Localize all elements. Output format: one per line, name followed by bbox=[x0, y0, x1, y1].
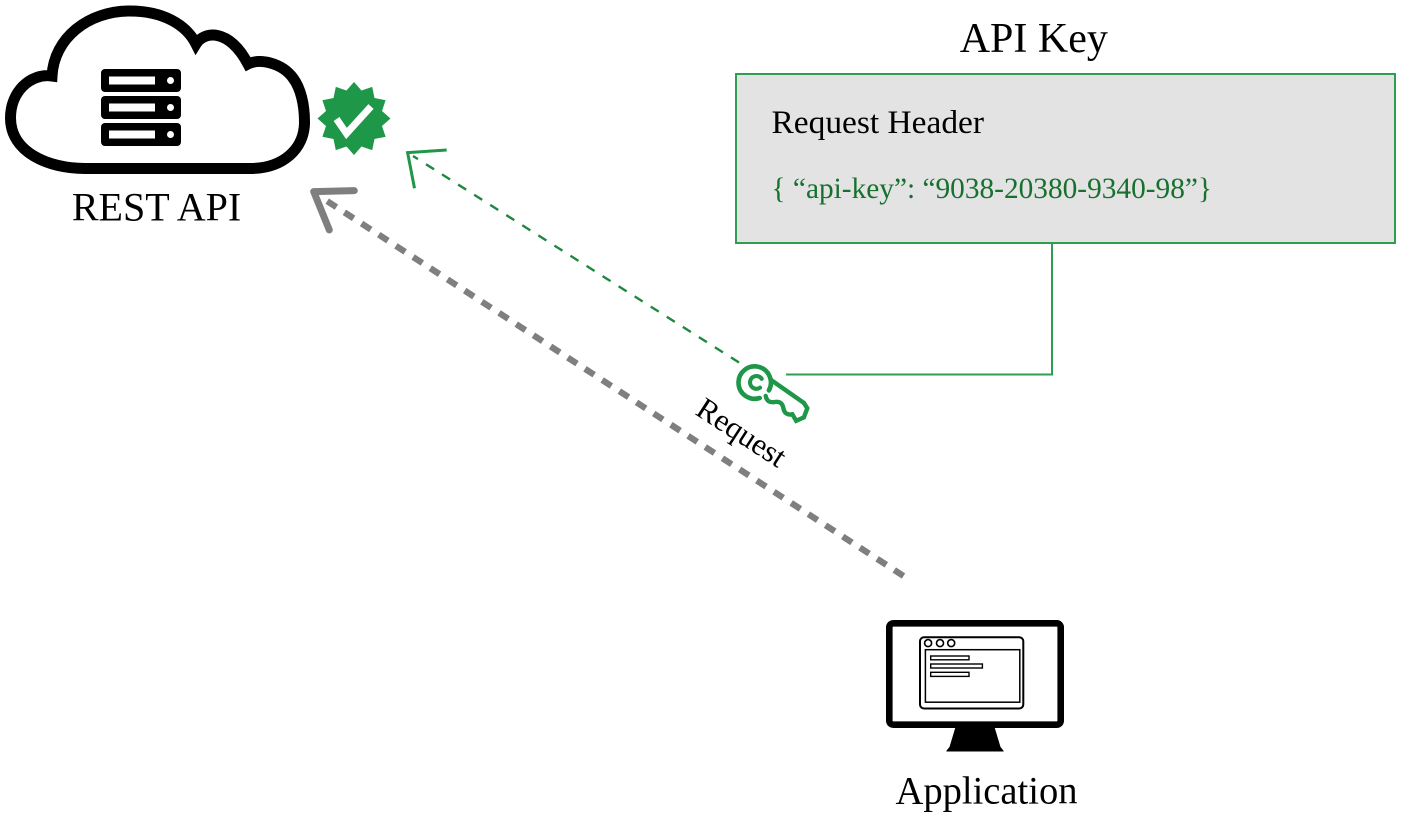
svg-text:REST API: REST API bbox=[72, 185, 241, 230]
svg-text:Request Header: Request Header bbox=[772, 105, 985, 141]
svg-text:API Key: API Key bbox=[960, 16, 1108, 62]
svg-text:{ “api-key”: “9038-20380-9340-: { “api-key”: “9038-20380-9340-98”} bbox=[772, 173, 1213, 205]
svg-text:Application: Application bbox=[896, 769, 1078, 813]
